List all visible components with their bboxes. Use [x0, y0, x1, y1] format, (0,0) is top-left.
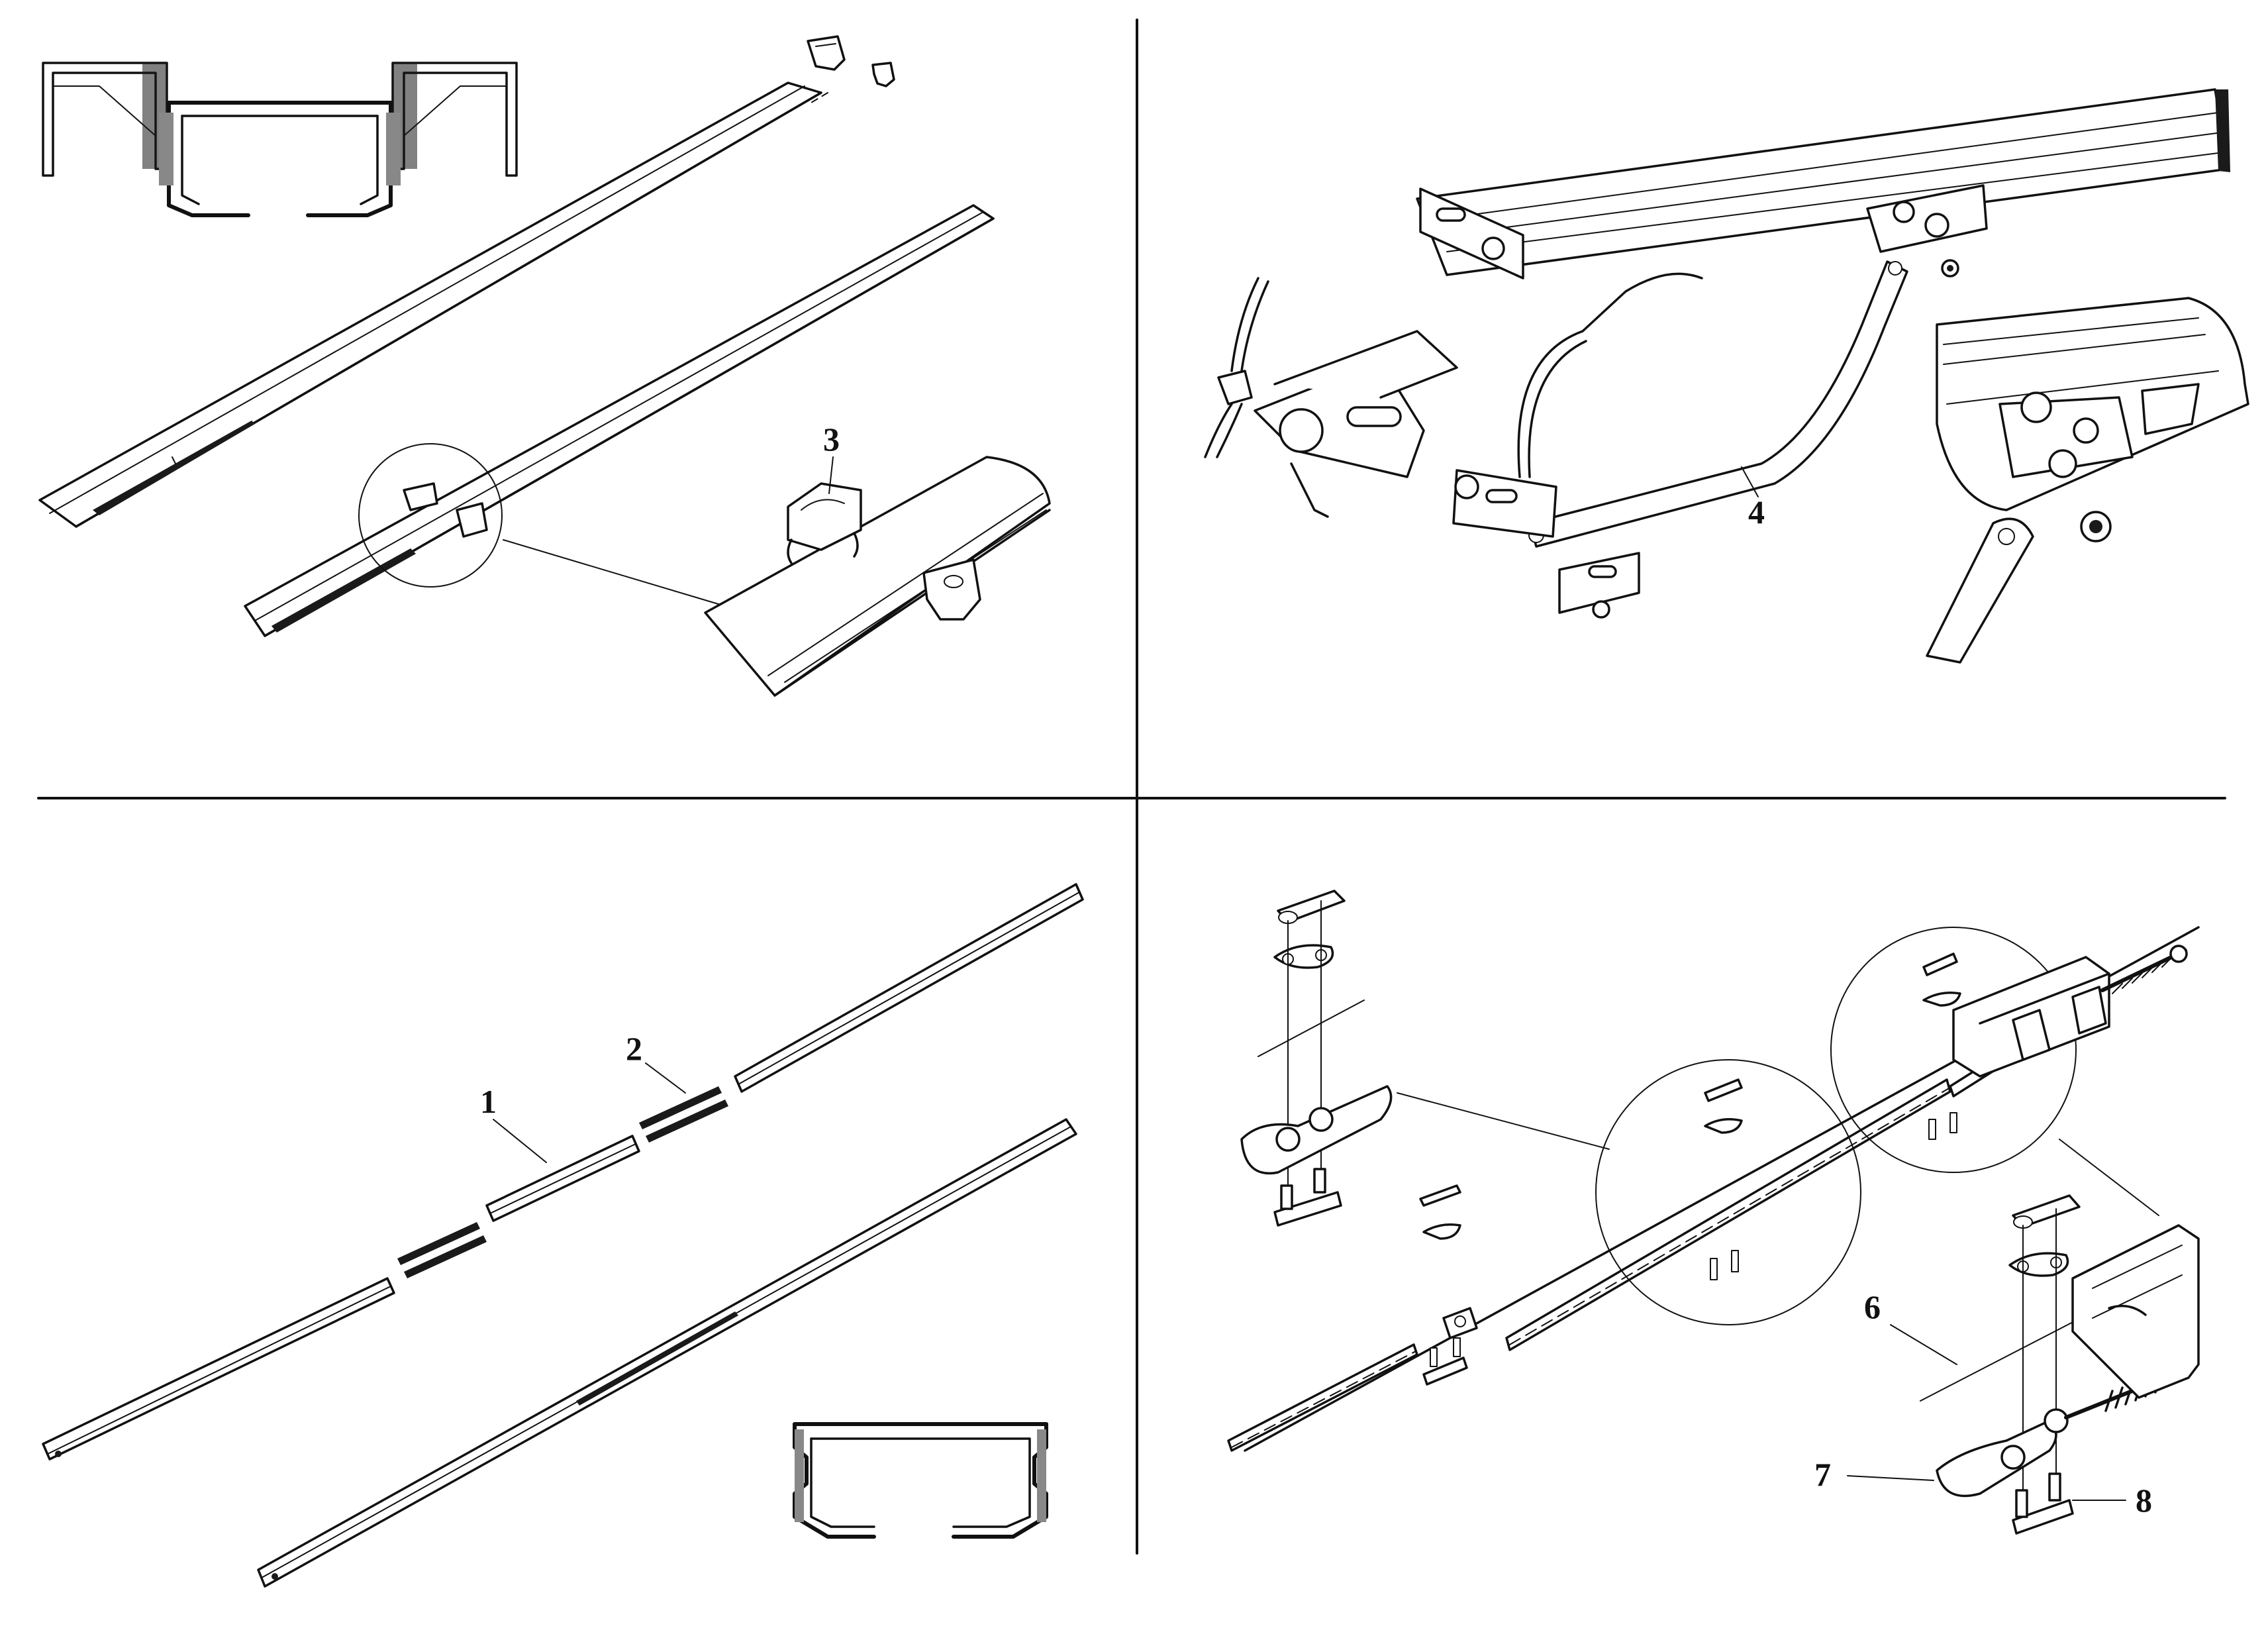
detail-circle-chain-link [1595, 1059, 1861, 1325]
panel-bottom-left: 1 2 [42, 883, 1084, 1588]
rail-segment-long-left [42, 1277, 395, 1461]
panel-top-left: 3 [38, 35, 1051, 697]
chain-link-exploded-left [1240, 890, 1393, 1227]
callout-1: 1 [480, 1083, 497, 1120]
callout-6-leader [1890, 1324, 1957, 1365]
carriage-clip-small [807, 35, 895, 103]
callout-4-leader [1741, 466, 1759, 497]
rail-upper [38, 81, 822, 528]
chain-connector [1442, 1307, 1478, 1339]
callout-4: 4 [1748, 493, 1765, 531]
callout-2-leader [645, 1062, 686, 1094]
spring-end-bracket [2064, 1224, 2200, 1419]
trolley-block [1952, 945, 2188, 1078]
detail-circle-trolley [1830, 927, 2077, 1173]
rail-lower [244, 204, 995, 637]
callout-3-leader [828, 456, 834, 494]
rail-joiner-upper [639, 1086, 728, 1143]
callout-6: 6 [1864, 1288, 1881, 1325]
callout-7-leader [1847, 1475, 1934, 1481]
straight-door-arm [1452, 272, 1703, 619]
header-bracket [1419, 187, 1524, 280]
rail-clip-detail [704, 456, 1051, 697]
trolley-assembly [1866, 184, 1988, 278]
curved-door-arm [1528, 260, 1908, 548]
callout-2: 2 [626, 1030, 642, 1067]
rail-segment-short [485, 1135, 640, 1222]
callout-8: 8 [2136, 1482, 2152, 1519]
detail-leader-line [503, 539, 726, 607]
rail-single-long [257, 1118, 1077, 1588]
door-bracket-left [1204, 277, 1458, 518]
callout-1-leader [493, 1119, 547, 1163]
rail-segment-long-right [734, 883, 1084, 1093]
trolley-detail [1926, 297, 2249, 664]
rail-cross-section [42, 62, 518, 217]
opener-rail-top [1416, 88, 2230, 276]
rail-profile-section [793, 1422, 1048, 1539]
master-link-parts [1419, 1184, 1468, 1386]
panel-bottom-right: 6 7 8 [1227, 890, 2200, 1535]
chain-link-exploded-right [1920, 1194, 2120, 1535]
callout-3: 3 [823, 421, 840, 458]
rail-joiner-lower [397, 1222, 487, 1278]
detail-circle-rail-clip [358, 443, 503, 588]
panel-top-right: 4 [1204, 88, 2249, 664]
callout-7: 7 [1814, 1456, 1831, 1493]
